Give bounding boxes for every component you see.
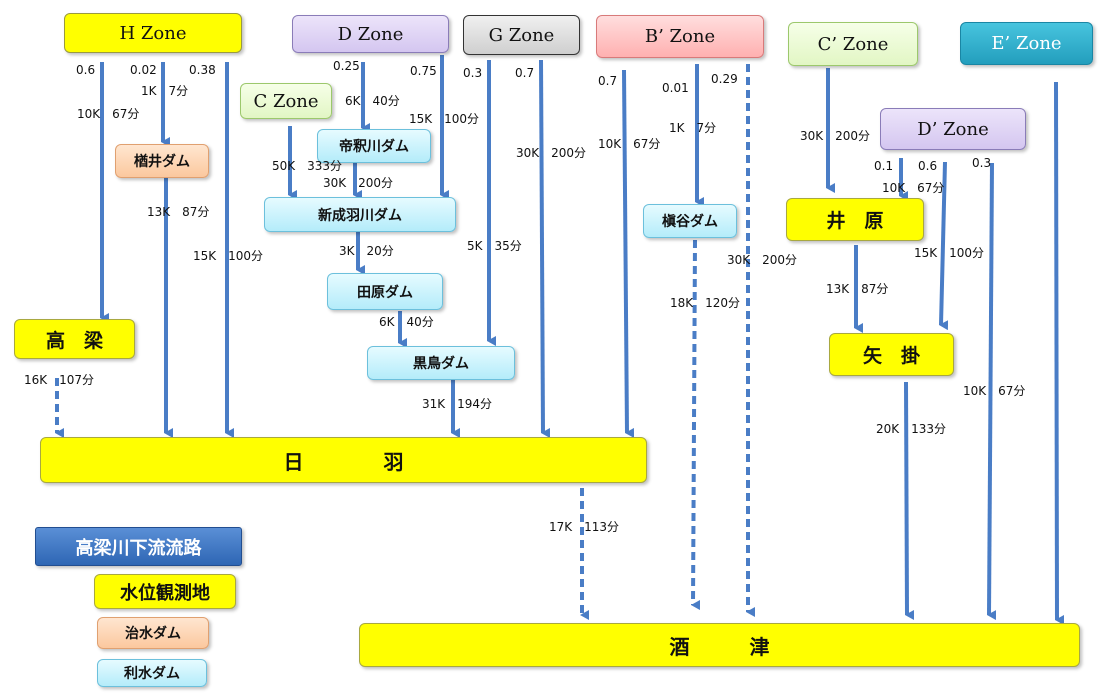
label-tabara-kuroshima: 6K 40分: [379, 315, 434, 329]
label-dprime-right-share: 0.3: [972, 156, 992, 170]
label-h-left-share: 0.6: [76, 63, 96, 77]
legend-control-dam: 治水ダム: [97, 617, 209, 649]
label-takahashi-hiwa: 16K 107分: [24, 373, 95, 387]
label-ibara-yakake: 13K 87分: [826, 282, 889, 296]
label-d-taishaku: 6K 40分: [345, 94, 400, 108]
label-g-hiwa: 30K 200分: [516, 146, 587, 160]
arrow-b-hiwa: [622, 69, 635, 438]
zone-e-prime: E’ Zone: [960, 22, 1093, 65]
label-b-mid-share: 0.01: [662, 81, 689, 95]
dam-taishakugawa: 帝釈川ダム: [317, 129, 431, 163]
arrow-dprime-sakazu: [987, 162, 997, 621]
label-b-left-share: 0.7: [598, 74, 618, 88]
label-h-hiwa: 15K 100分: [193, 249, 264, 263]
arrow-kunugi-sakazu: [691, 239, 701, 611]
legend-title: 高梁川下流流路: [35, 527, 242, 566]
arrow-g-hiwa: [539, 59, 551, 438]
zone-h: H Zone: [64, 13, 242, 53]
label-dprime-mid-share: 0.6: [918, 159, 938, 173]
legend-station: 水位観測地: [94, 574, 236, 609]
station-takahashi: 高 梁: [14, 319, 135, 359]
station-hiwa: 日 羽: [40, 437, 647, 483]
label-d-shinnariwa: 15K 100分: [409, 112, 480, 126]
label-dprime-sakazu: 10K 67分: [963, 384, 1026, 398]
label-hiwa-sakazu: 17K 113分: [549, 520, 620, 534]
label-h-mid-share: 0.02: [130, 63, 157, 77]
zone-g: G Zone: [463, 15, 580, 55]
zone-c-prime: C’ Zone: [788, 22, 918, 66]
label-yakake-sakazu: 20K 133分: [876, 422, 947, 436]
label-kuroshima-hiwa: 31K 194分: [422, 397, 493, 411]
dam-kuroshima: 黒鳥ダム: [367, 346, 515, 380]
station-yakake: 矢 掛: [829, 333, 954, 376]
legend-water-use-dam: 利水ダム: [97, 659, 207, 687]
label-d-left-share: 0.25: [333, 59, 360, 73]
arrow-dprime-yakake: [939, 161, 949, 331]
zone-d: D Zone: [292, 15, 449, 53]
label-d-right-share: 0.75: [410, 64, 437, 78]
arrow-yakake-sakazu: [904, 381, 915, 620]
label-g-kuroshima: 5K 35分: [467, 239, 522, 253]
label-taishaku-shinnariwa: 30K 200分: [323, 176, 394, 190]
label-shinnariwa-tabara: 3K 20分: [339, 244, 394, 258]
label-dprime-left-share: 0.1: [874, 159, 894, 173]
zone-c: C Zone: [240, 83, 332, 119]
label-narai-hiwa: 13K 87分: [147, 205, 210, 219]
label-b-kunugi: 1K 7分: [669, 121, 717, 135]
label-h-right-share: 0.38: [189, 63, 216, 77]
dam-tabara: 田原ダム: [327, 273, 443, 310]
dam-shinnariwagawa: 新成羽川ダム: [264, 197, 456, 232]
label-g-right-share: 0.7: [515, 66, 535, 80]
station-sakazu: 酒 津: [359, 623, 1080, 667]
label-b-right-share: 0.29: [711, 72, 738, 86]
dam-kunugi: 槇谷ダム: [643, 204, 737, 238]
label-kunugi-sakazu: 18K 120分: [670, 296, 741, 310]
label-dprime-ibara: 10K 67分: [882, 181, 945, 195]
zone-d-prime: D’ Zone: [880, 108, 1026, 150]
zone-b-prime: B’ Zone: [596, 15, 764, 58]
label-dprime-yakake: 15K 100分: [914, 246, 985, 260]
label-c-shinnariwa: 50K 333分: [272, 159, 343, 173]
label-b-sakazu: 30K 200分: [727, 253, 798, 267]
label-g-left-share: 0.3: [463, 66, 483, 80]
label-b-hiwa: 10K 67分: [598, 137, 661, 151]
dam-narai: 楢井ダム: [115, 144, 209, 178]
label-cprime-ibara: 30K 200分: [800, 129, 871, 143]
label-h-narai: 1K 7分: [141, 84, 189, 98]
arrow-eprime-sakazu: [1054, 81, 1065, 625]
label-h-takahashi: 10K 67分: [77, 107, 140, 121]
station-ibara: 井 原: [786, 198, 924, 241]
